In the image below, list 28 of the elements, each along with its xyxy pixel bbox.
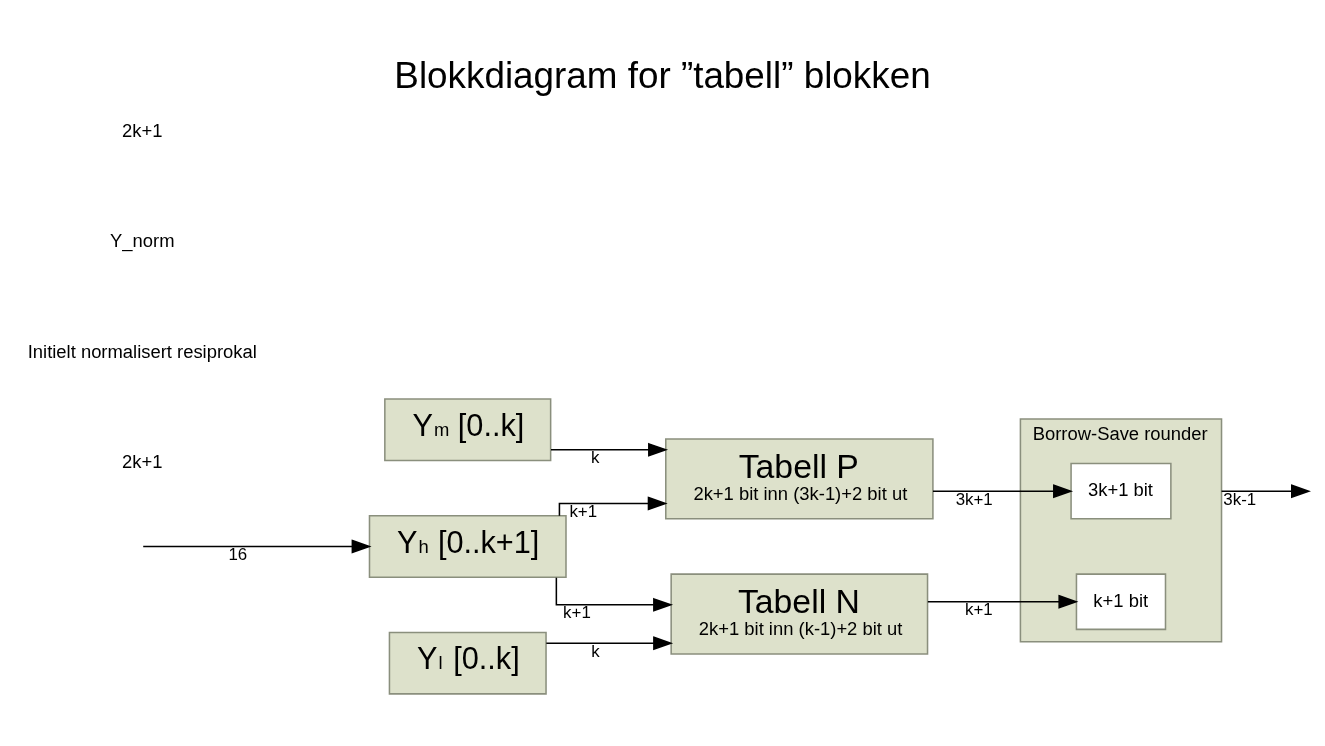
arrow (932, 484, 1074, 499)
arrow (1220, 484, 1311, 499)
edge-label: k+1 (569, 502, 598, 521)
edge-label: k (591, 448, 600, 468)
arrow (545, 636, 674, 651)
arrow (927, 594, 1079, 609)
node-box: Ym [0..k] (384, 398, 552, 462)
diagram-title: Blokkdiagram for ”tabell” blokken (394, 54, 931, 96)
edge-label: k (591, 641, 600, 661)
node-box: Yh [0..k+1] (368, 515, 567, 578)
arrow (558, 496, 668, 517)
arrow (555, 576, 674, 612)
node-box: 3k+1 bit (1070, 462, 1172, 520)
arrow (550, 442, 669, 457)
label: Y_norm (110, 230, 175, 252)
edge-label: k+1 (965, 600, 993, 620)
edge-label: 16 (228, 544, 248, 564)
label: Initielt normalisert resiprokal (27, 340, 257, 362)
node-box: k+1 bit (1075, 573, 1167, 631)
edge-label: 3k+1 (955, 489, 993, 509)
edge-label: k+1 (563, 603, 591, 623)
node-box: Tabell N 2k+1 bit inn (k-1)+2 bit ut (670, 573, 929, 655)
label: 2k+1 (122, 119, 163, 141)
node-box: Tabell P 2k+1 bit inn (3k-1)+2 bit ut (665, 438, 934, 520)
arrow (142, 539, 372, 554)
node-box: Yl [0..k] (388, 631, 547, 695)
label: 2k+1 (122, 451, 163, 473)
edge-label: 3k-1 (1223, 489, 1257, 509)
